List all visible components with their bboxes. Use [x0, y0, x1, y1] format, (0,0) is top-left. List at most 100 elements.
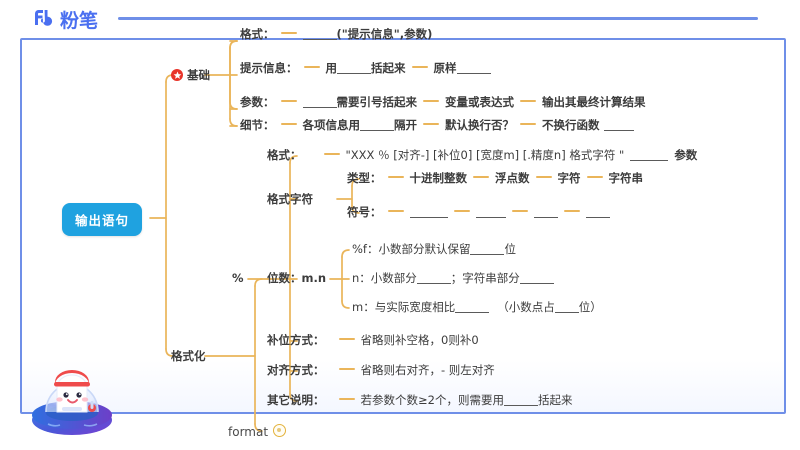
row-symbol-label: 符号：	[347, 205, 382, 219]
row-padding[interactable]: 补位方式： 省略则补空格，0则补0	[267, 333, 479, 347]
blank-field	[455, 312, 490, 313]
row-other-a: 若参数个数≥2个，则需要用	[360, 393, 504, 407]
connector-dash	[323, 152, 340, 155]
node-format-chars[interactable]: 格式字符	[267, 192, 313, 206]
row-basics-format-tail: ("提示信息",参数)	[336, 27, 433, 41]
row-basics-tip[interactable]: 提示信息： 用 括起来 原样	[240, 61, 491, 75]
tip-a: 用	[325, 61, 338, 75]
row-digits-m[interactable]: m：与实际宽度相比 （小数点占 位）	[352, 300, 602, 314]
blank-field	[585, 217, 610, 218]
branch-percent[interactable]: %	[232, 271, 244, 285]
connector-dash	[280, 99, 297, 102]
row-align-value: 省略则右对齐，- 则左对齐	[360, 363, 495, 377]
connector-dash	[303, 65, 320, 68]
digits-f-a: %f：小数部分默认保留	[352, 242, 471, 256]
tip-a2: 括起来	[371, 61, 406, 75]
connector-dash	[338, 337, 355, 340]
branch-formatting[interactable]: 格式化	[171, 349, 206, 363]
row-padding-value: 省略则补空格，0则补0	[360, 333, 479, 347]
node-format[interactable]: format	[228, 424, 287, 440]
row-basics-param-label: 参数：	[240, 95, 275, 109]
blank-field	[302, 39, 337, 40]
content-frame	[20, 38, 786, 414]
blank-field	[456, 73, 491, 74]
row-align[interactable]: 对齐方式： 省略则右对齐，- 则左对齐	[267, 363, 495, 377]
connector-dash	[280, 122, 297, 125]
blank-field	[533, 217, 558, 218]
connector-dash	[280, 31, 297, 34]
type-3: 字符	[557, 171, 581, 185]
branch-basics-label: 基础	[187, 68, 210, 82]
param-c: 输出其最终计算结果	[542, 95, 646, 109]
param-b: 变量或表达式	[445, 95, 514, 109]
row-type-label: 类型：	[347, 171, 382, 185]
digits-m-a: m：与实际宽度相比	[352, 300, 456, 314]
row-digits-f[interactable]: %f：小数部分默认保留 位	[352, 242, 516, 256]
connector-dash	[520, 122, 536, 125]
type-1: 十进制整数	[409, 171, 468, 185]
param-a: 需要引号括起来	[336, 95, 418, 109]
row-percent-format-label: 格式：	[267, 148, 302, 162]
blank-field	[554, 312, 579, 313]
row-digits-n[interactable]: n：小数部分；字符串部分	[352, 271, 554, 285]
row-align-label: 对齐方式：	[267, 363, 325, 377]
row-percent-format[interactable]: 格式： "XXX ％ [对齐-] [补位0] [宽度m] [.精度n] 格式字符 …	[267, 148, 698, 162]
connector-dash	[338, 397, 355, 400]
row-symbol[interactable]: 符号：	[347, 205, 610, 219]
node-digits[interactable]: 位数：m.n	[267, 271, 327, 285]
row-basics-format[interactable]: 格式： ("提示信息",参数)	[240, 27, 433, 41]
row-basics-detail-label: 细节：	[240, 118, 275, 132]
digits-n-b: ；字符串部分	[450, 271, 520, 285]
row-other-b: 括起来	[537, 393, 573, 407]
row-basics-param[interactable]: 参数： 需要引号括起来 变量或表达式 输出其最终计算结果	[240, 95, 646, 109]
blank-field	[475, 217, 506, 218]
blank-field	[470, 254, 505, 255]
row-other-label: 其它说明：	[267, 393, 325, 407]
digits-m-b: （小数点占	[497, 300, 555, 314]
tip-b: 原样	[433, 61, 457, 75]
format-circle-icon[interactable]	[273, 424, 287, 437]
percent-format-tail: 参数	[674, 148, 698, 162]
blank-field	[519, 283, 554, 284]
blank-field	[503, 405, 538, 406]
row-basics-format-label: 格式：	[240, 27, 275, 41]
digits-f-b: 位	[504, 242, 516, 256]
branch-basics[interactable]: 基础	[171, 68, 210, 82]
blank-field	[360, 130, 394, 131]
row-type[interactable]: 类型： 十进制整数 浮点数 字符 字符串	[347, 171, 644, 185]
connector-dash	[453, 209, 470, 212]
blank-field	[409, 217, 448, 218]
connector-dash	[586, 175, 603, 178]
connector-dash	[387, 209, 404, 212]
detail-c: 不换行函数	[542, 118, 600, 132]
brand-logo: 粉笔	[32, 6, 98, 33]
row-padding-label: 补位方式：	[267, 333, 325, 347]
connector-dash	[338, 367, 355, 370]
connector-dash	[387, 175, 404, 178]
type-2: 浮点数	[495, 171, 530, 185]
row-other[interactable]: 其它说明： 若参数个数≥2个，则需要用 括起来	[267, 393, 573, 407]
connector-dash	[423, 122, 439, 125]
connector-dash	[535, 175, 552, 178]
type-4: 字符串	[608, 171, 644, 185]
connector-dash	[423, 99, 439, 102]
blank-field	[416, 283, 451, 284]
blank-field	[302, 107, 337, 108]
blank-field	[337, 73, 371, 74]
fb-logo-icon	[32, 8, 55, 31]
connector-dash	[411, 65, 428, 68]
red-star-icon	[171, 69, 183, 81]
percent-format-pattern: "XXX ％ [对齐-] [补位0] [宽度m] [.精度n] 格式字符 "	[345, 148, 625, 162]
detail-a2: 隔开	[394, 118, 417, 132]
blank-field	[603, 130, 634, 131]
root-node[interactable]: 输出语句	[62, 203, 143, 236]
mascot-illustration	[24, 352, 120, 440]
connector-dash	[563, 209, 580, 212]
row-basics-detail[interactable]: 细节：各项信息用隔开默认换行否？不换行函数	[240, 118, 634, 132]
row-basics-tip-label: 提示信息：	[240, 61, 298, 75]
connector-dash	[520, 99, 536, 102]
connector-dash	[511, 209, 528, 212]
digits-m-c: 位）	[578, 300, 602, 314]
